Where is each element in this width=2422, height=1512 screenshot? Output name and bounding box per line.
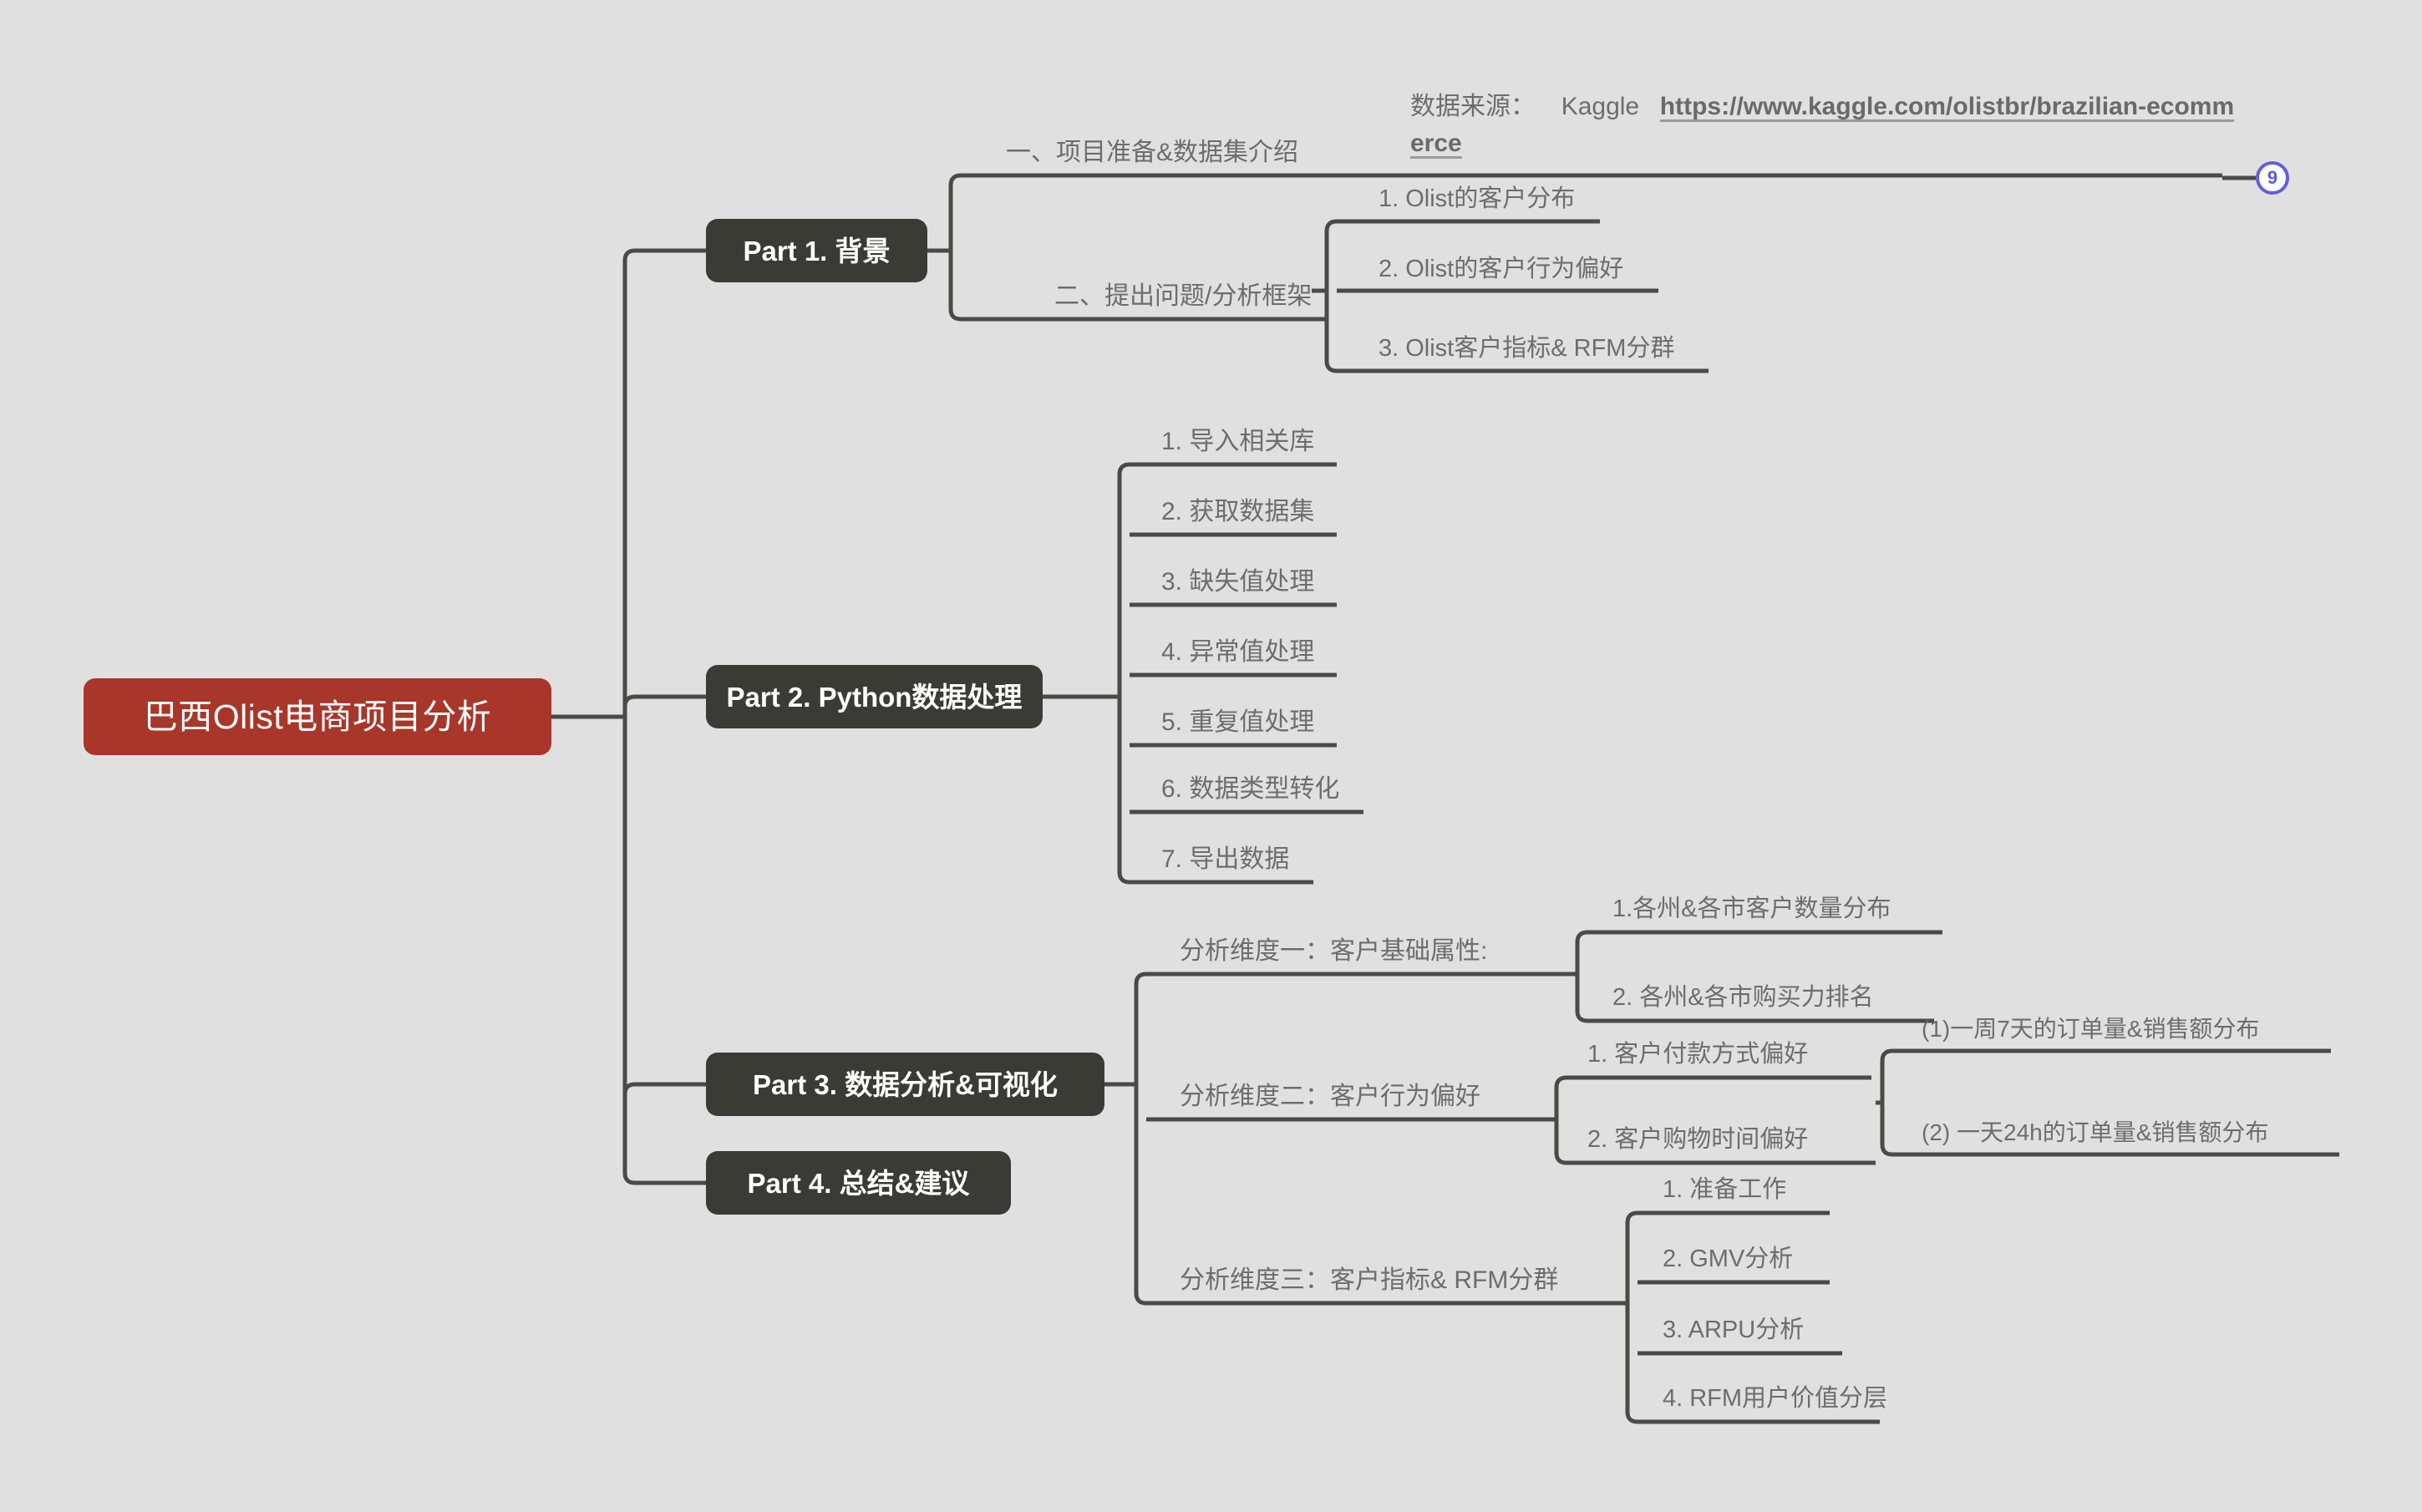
node-label: 分析维度一：客户基础属性: — [1180, 937, 1488, 965]
node-label: 二、提出问题/分析框架 — [1054, 282, 1313, 310]
node-label: 2. 获取数据集 — [1161, 498, 1315, 525]
node-p3-d3-c[interactable]: 3. ARPU分析 — [1663, 1318, 1804, 1350]
node-label: 5. 重复值处理 — [1161, 708, 1315, 736]
node-label: 2. Olist的客户行为偏好 — [1379, 256, 1624, 282]
part-node-part4[interactable]: Part 4. 总结&建议 — [706, 1151, 1011, 1215]
node-label: 分析维度二：客户行为偏好 — [1180, 1083, 1480, 1110]
root-node[interactable]: 巴西Olist电商项目分析 — [84, 678, 551, 755]
node-p3-d1-b[interactable]: 2. 各州&各市购买力排名 — [1612, 986, 1874, 1017]
wire-spine-part2 — [622, 694, 706, 708]
node-p1-c2[interactable]: 二、提出问题/分析框架 — [1054, 284, 1312, 317]
wire-part2-spine — [1117, 462, 1130, 885]
wire-part3-spine — [1134, 972, 1147, 1306]
status-badge-label: 9 — [2267, 167, 2278, 188]
node-p2-c2[interactable]: 2. 获取数据集 — [1161, 500, 1314, 532]
node-label: 4. RFM用户价值分层 — [1663, 1385, 1888, 1412]
node-p3-d3-b[interactable]: 2. GMV分析 — [1663, 1247, 1793, 1279]
status-badge[interactable]: 9 — [2256, 161, 2289, 195]
node-p3-d2[interactable]: 分析维度二：客户行为偏好 — [1180, 1084, 1480, 1117]
wire-p3d2b-spine — [1880, 1048, 1893, 1157]
node-p3-d2-a[interactable]: 1. 客户付款方式偏好 — [1587, 1043, 1808, 1074]
node-label: 1. 准备工作 — [1663, 1176, 1787, 1203]
node-label: 1. 客户付款方式偏好 — [1587, 1041, 1809, 1068]
part-node-label: Part 2. Python数据处理 — [726, 681, 1023, 713]
wire-p3d1-spine — [1575, 930, 1588, 1023]
node-label: 分析维度三：客户指标& RFM分群 — [1180, 1266, 1559, 1294]
wire-p3d2-spine — [1554, 1075, 1567, 1165]
data-source-prefix: 数据来源： — [1410, 93, 1536, 120]
part-node-label: Part 3. 数据分析&可视化 — [753, 1068, 1058, 1100]
wire-spine-part3 — [622, 1082, 706, 1095]
part-node-label: Part 4. 总结&建议 — [747, 1167, 970, 1199]
part-node-part3[interactable]: Part 3. 数据分析&可视化 — [706, 1053, 1104, 1116]
node-p1-c1[interactable]: 一、项目准备&数据集介绍 — [1006, 140, 1298, 173]
node-p2-c3[interactable]: 3. 缺失值处理 — [1161, 570, 1314, 602]
data-source-link[interactable]: https://www.kaggle.com/olistbr/brazilian… — [1410, 93, 2235, 157]
node-p3-d1-a[interactable]: 1.各州&各市客户数量分布 — [1612, 897, 1891, 929]
node-p3-d2-b-2[interactable]: (2) 一天24h的订单量&销售额分布 — [1922, 1121, 2268, 1152]
node-p1-c2-b[interactable]: 2. Olist的客户行为偏好 — [1379, 257, 1623, 289]
node-label: 一、项目准备&数据集介绍 — [1006, 139, 1299, 166]
node-label: 6. 数据类型转化 — [1161, 775, 1340, 803]
node-p3-d1[interactable]: 分析维度一：客户基础属性: — [1180, 939, 1487, 972]
data-source-provider: Kaggle — [1561, 93, 1640, 120]
part-node-part1[interactable]: Part 1. 背景 — [706, 219, 927, 282]
node-label: 1. 导入相关库 — [1161, 428, 1315, 455]
wire-main-spine — [622, 248, 636, 1185]
part-node-part2[interactable]: Part 2. Python数据处理 — [706, 665, 1043, 728]
node-p3-d3[interactable]: 分析维度三：客户指标& RFM分群 — [1180, 1268, 1558, 1301]
node-label: 3. 缺失值处理 — [1161, 568, 1315, 596]
node-p2-c1[interactable]: 1. 导入相关库 — [1161, 429, 1314, 462]
node-label: 3. Olist客户指标& RFM分群 — [1379, 335, 1675, 362]
node-label: 2. 各州&各市购买力排名 — [1612, 984, 1874, 1011]
node-label: (2) 一天24h的订单量&销售额分布 — [1922, 1119, 2269, 1145]
part-node-label: Part 1. 背景 — [743, 235, 891, 266]
node-label: 7. 导出数据 — [1161, 845, 1290, 873]
node-label: 2. GMV分析 — [1663, 1246, 1794, 1272]
node-p3-d3-d[interactable]: 4. RFM用户价值分层 — [1663, 1387, 1887, 1418]
node-p1-c2-c[interactable]: 3. Olist客户指标& RFM分群 — [1379, 337, 1674, 368]
node-p1-c2-a[interactable]: 1. Olist的客户分布 — [1379, 187, 1575, 219]
node-label: 1.各州&各市客户数量分布 — [1612, 896, 1891, 922]
node-p3-d2-b-1[interactable]: (1)一周7天的订单量&销售额分布 — [1922, 1017, 2259, 1048]
wire-part1-spine — [948, 173, 962, 322]
node-label: 1. Olist的客户分布 — [1379, 185, 1576, 212]
node-label: 3. ARPU分析 — [1663, 1317, 1805, 1343]
node-p2-c4[interactable]: 4. 异常值处理 — [1161, 640, 1314, 672]
node-label: (1)一周7天的订单量&销售额分布 — [1922, 1016, 2260, 1042]
node-p3-d2-b[interactable]: 2. 客户购物时间偏好 — [1587, 1128, 1808, 1159]
node-p2-c7[interactable]: 7. 导出数据 — [1161, 847, 1289, 880]
data-source-note: 数据来源： Kaggle https://www.kaggle.com/olis… — [1410, 89, 2246, 161]
wire-p3d3-spine — [1625, 1210, 1638, 1424]
node-p2-c6[interactable]: 6. 数据类型转化 — [1161, 777, 1339, 809]
node-label: 2. 客户购物时间偏好 — [1587, 1126, 1809, 1153]
node-p2-c5[interactable]: 5. 重复值处理 — [1161, 710, 1314, 743]
wire-p1c2-spine — [1324, 219, 1338, 373]
node-label: 4. 异常值处理 — [1161, 638, 1315, 666]
node-p3-d3-a[interactable]: 1. 准备工作 — [1663, 1178, 1786, 1210]
root-node-label: 巴西Olist电商项目分析 — [143, 697, 492, 736]
